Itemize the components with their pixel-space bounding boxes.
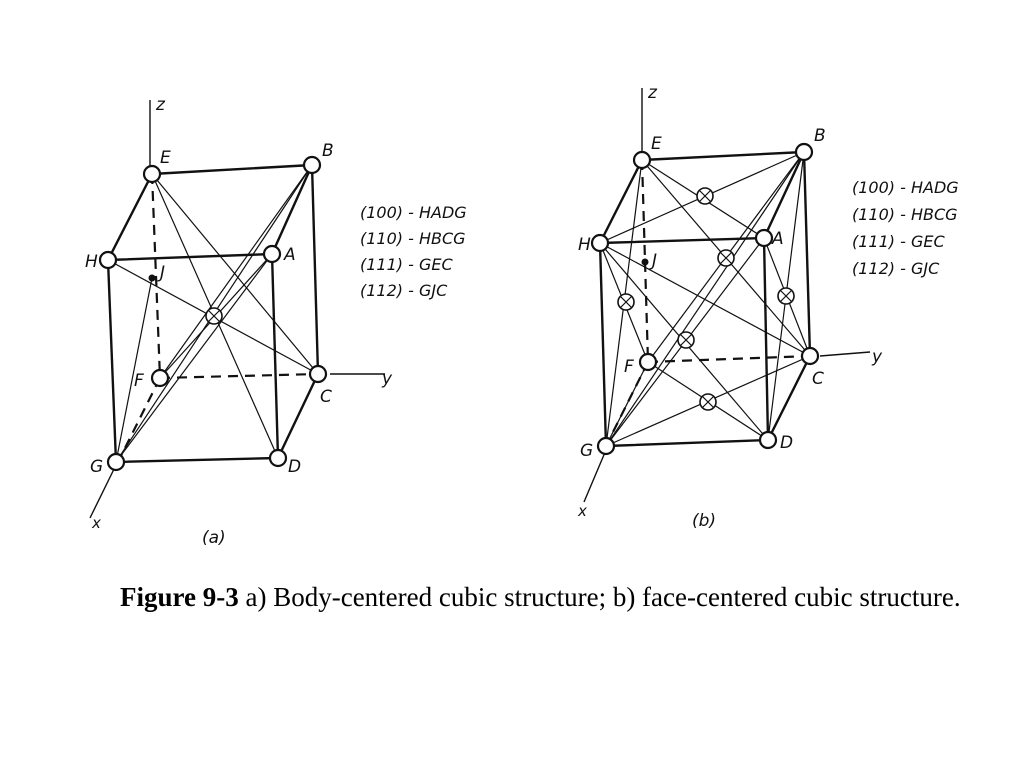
x-axis (89, 464, 117, 519)
label-d: D (780, 433, 793, 453)
label-e: E (160, 148, 171, 168)
plane-line (115, 277, 153, 463)
label-f: F (134, 371, 144, 391)
label-h: H (578, 235, 591, 255)
x-axis-label: x (577, 502, 587, 520)
cube-edge (598, 236, 766, 245)
face-center-atom (677, 331, 695, 349)
atom-c (800, 346, 820, 366)
cube-edge (310, 163, 320, 376)
atom-e (632, 150, 652, 170)
face-center-atom (696, 187, 714, 205)
label-j: J (157, 263, 165, 283)
label-a: A (771, 229, 784, 249)
label-c: C (320, 387, 332, 407)
sublabel-b: (b) (692, 511, 716, 531)
label-j: J (649, 251, 657, 271)
cube-edge (604, 438, 770, 448)
plane-legend-item: (112) - GJC (852, 259, 940, 278)
cube-edge (762, 236, 770, 442)
figure-label: Figure 9-3 (120, 582, 239, 612)
z-axis-label: z (155, 95, 166, 115)
label-a: A (283, 245, 296, 265)
plane-line (159, 164, 313, 379)
body-center-atom (205, 307, 223, 325)
face-center-atom (699, 393, 717, 411)
atom-j (148, 274, 156, 282)
label-d: D (288, 457, 301, 477)
y-axis-label: y (871, 347, 883, 367)
bcc-diagram: z y x (85, 95, 467, 548)
cube-edge (270, 252, 280, 460)
plane-line (151, 173, 319, 375)
plane-line (115, 253, 273, 463)
plane-line (599, 242, 811, 357)
cube-edge (114, 456, 280, 464)
atom-b (794, 142, 814, 162)
plane-legend-item: (100) - HADG (852, 178, 959, 197)
plane-legend-item: (111) - GEC (360, 255, 453, 274)
cube-edge (276, 372, 320, 460)
cube-edge (106, 258, 118, 464)
atom-g (106, 452, 126, 472)
plane-legend-item: (100) - HADG (360, 203, 467, 222)
plane-legend-item: (111) - GEC (852, 232, 945, 251)
label-c: C (812, 369, 824, 389)
face-center-atom (777, 287, 795, 305)
label-e: E (651, 134, 662, 154)
cube-edge (598, 241, 608, 448)
cube-edge (762, 150, 806, 240)
fcc-diagram: z y x (577, 83, 959, 531)
x-axis-label: x (91, 514, 101, 532)
plane-legend-item: (112) - GJC (360, 281, 448, 300)
atom-d (758, 430, 778, 450)
sublabel-a: (a) (202, 528, 226, 548)
atom-h (98, 250, 118, 270)
y-axis (819, 351, 871, 357)
atom-h (590, 233, 610, 253)
atom-d (268, 448, 288, 468)
cube-edge (106, 252, 274, 262)
cube-edge (270, 163, 314, 256)
face-center-atom (717, 249, 735, 267)
label-f: F (624, 357, 634, 377)
atom-g (596, 436, 616, 456)
z-axis-label: z (647, 83, 658, 103)
atom-f (150, 368, 170, 388)
caption-text: a) Body-centered cubic structure; b) fac… (238, 582, 961, 612)
x-axis (583, 449, 607, 503)
figure-caption: Figure 9-3 a) Body-centered cubic struct… (120, 578, 980, 616)
atom-j (641, 258, 649, 266)
atom-a (262, 244, 282, 264)
label-g: G (90, 457, 103, 477)
atom-b (302, 155, 322, 175)
label-h: H (85, 252, 98, 272)
atom-e (142, 164, 162, 184)
atom-a (754, 228, 774, 248)
atom-c (308, 364, 328, 384)
plane-line (605, 361, 649, 447)
hidden-edge (159, 372, 319, 380)
face-center-atom (617, 293, 635, 311)
plane-legend-item: (110) - HBCG (360, 229, 466, 248)
cube-edge (766, 354, 812, 442)
cube-edge (598, 158, 644, 245)
label-b: B (814, 126, 826, 146)
hidden-edge (150, 173, 162, 379)
y-axis-label: y (381, 369, 393, 389)
label-b: B (322, 141, 334, 161)
cube-edge (106, 172, 154, 262)
atom-f (638, 352, 658, 372)
label-g: G (580, 441, 593, 461)
cube-edge (150, 163, 314, 176)
cube-edge (802, 150, 812, 358)
cube-edge (640, 150, 806, 162)
plane-legend-item: (110) - HBCG (852, 205, 958, 224)
